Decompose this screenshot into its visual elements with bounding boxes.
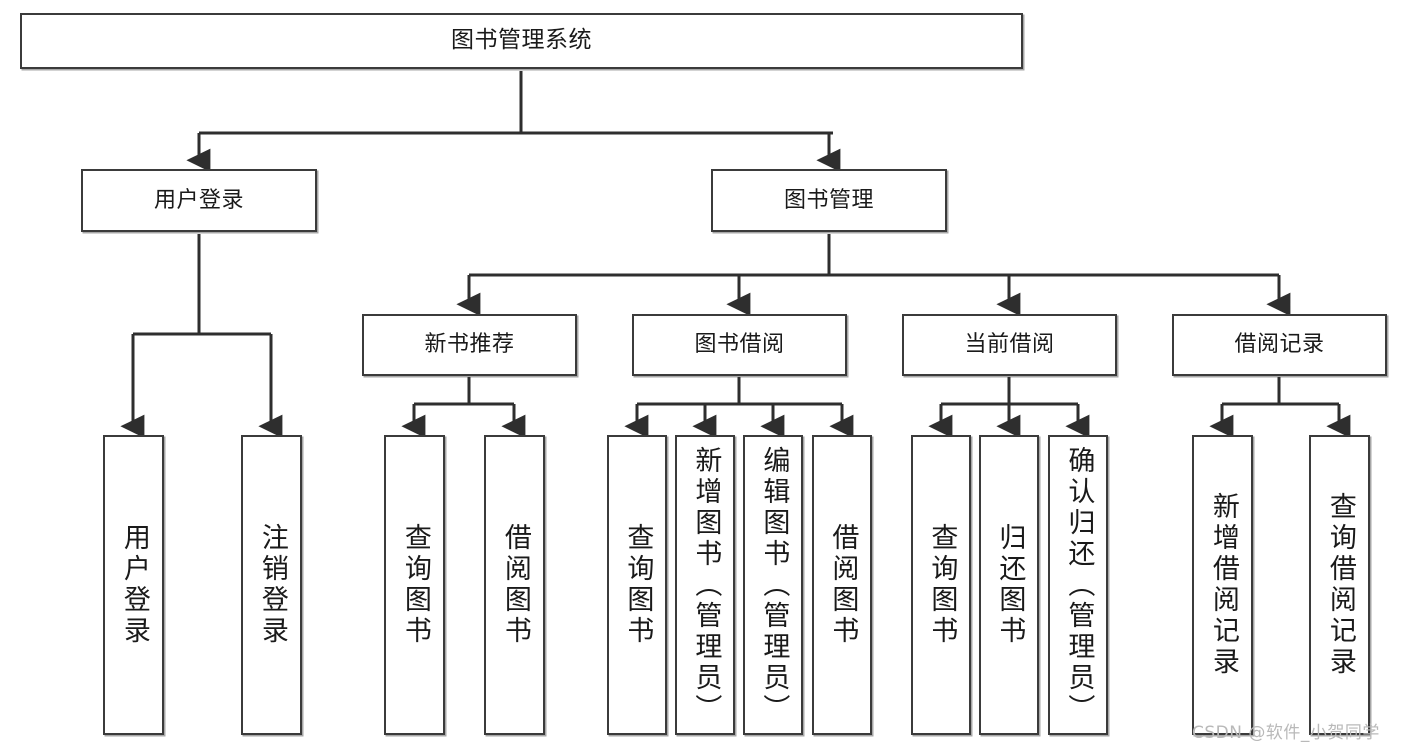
leaf-user-login-logout[interactable]: 注销登录 xyxy=(241,435,302,735)
leaf-record-query-record[interactable]: 查询借阅记录 xyxy=(1309,435,1370,735)
csdn-watermark: CSDN @软件_小贺同学 xyxy=(1192,723,1380,743)
node-label: 借阅图书 xyxy=(499,523,531,647)
node-label: 借阅记录 xyxy=(1234,332,1325,358)
node-label: 注销登录 xyxy=(256,523,288,647)
node-label: 查询图书 xyxy=(399,523,431,647)
node-book-borrow[interactable]: 图书借阅 xyxy=(632,314,847,376)
node-borrow-record[interactable]: 借阅记录 xyxy=(1172,314,1387,376)
node-book-management[interactable]: 图书管理 xyxy=(711,169,947,232)
node-label: 查询借阅记录 xyxy=(1324,492,1356,678)
node-label: 新书推荐 xyxy=(424,332,515,358)
node-label: 图书借阅 xyxy=(694,332,785,358)
leaf-borrow-borrow-book[interactable]: 借阅图书 xyxy=(812,435,872,735)
leaf-current-query-book[interactable]: 查询图书 xyxy=(911,435,971,735)
node-user-login[interactable]: 用户登录 xyxy=(81,169,317,232)
leaf-current-confirm-return-admin[interactable]: 确认归还（管理员） xyxy=(1048,435,1108,735)
node-new-book-recommend[interactable]: 新书推荐 xyxy=(362,314,577,376)
node-label: 用户登录 xyxy=(118,523,150,647)
leaf-current-return-book[interactable]: 归还图书 xyxy=(979,435,1039,735)
leaf-record-add-record[interactable]: 新增借阅记录 xyxy=(1192,435,1253,735)
leaf-borrow-query-book[interactable]: 查询图书 xyxy=(607,435,667,735)
leaf-borrow-edit-book-admin[interactable]: 编辑图书（管理员） xyxy=(743,435,803,735)
node-label: 编辑图书（管理员） xyxy=(758,445,790,725)
leaf-user-login-login[interactable]: 用户登录 xyxy=(103,435,164,735)
node-label: 查询图书 xyxy=(622,523,654,647)
leaf-recommend-query-book[interactable]: 查询图书 xyxy=(384,435,445,735)
node-label: 确认归还（管理员） xyxy=(1063,445,1095,725)
node-label: 新增图书（管理员） xyxy=(690,445,722,725)
node-current-borrow[interactable]: 当前借阅 xyxy=(902,314,1117,376)
node-label: 借阅图书 xyxy=(827,523,859,647)
node-label: 用户登录 xyxy=(153,187,244,213)
leaf-borrow-add-book-admin[interactable]: 新增图书（管理员） xyxy=(675,435,735,735)
node-label: 图书管理系统 xyxy=(451,27,592,54)
node-label: 图书管理 xyxy=(783,187,874,213)
node-label: 新增借阅记录 xyxy=(1207,492,1239,678)
node-label: 归还图书 xyxy=(994,523,1026,647)
node-label: 查询图书 xyxy=(926,523,958,647)
node-root-system[interactable]: 图书管理系统 xyxy=(20,13,1023,69)
leaf-recommend-borrow-book[interactable]: 借阅图书 xyxy=(484,435,545,735)
node-label: 当前借阅 xyxy=(964,332,1055,358)
